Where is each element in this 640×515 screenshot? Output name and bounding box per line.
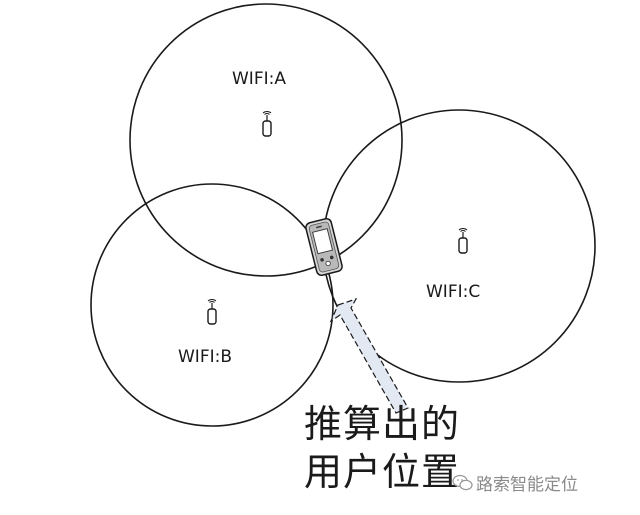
wifi-b-coverage-circle bbox=[90, 183, 334, 427]
wifi-antenna-icon bbox=[262, 111, 272, 137]
wifi-a-label: WIFI:A bbox=[232, 69, 286, 89]
callout-arrow bbox=[329, 297, 409, 414]
wechat-logo-icon bbox=[452, 474, 473, 490]
wifi-antenna-icon bbox=[207, 299, 217, 325]
estimated-user-position-label: 推算出的 用户位置 bbox=[304, 400, 504, 496]
callout-line-1: 推算出的 bbox=[304, 402, 461, 446]
wifi-b-label: WIFI:B bbox=[178, 347, 232, 367]
wifi-antenna-icon bbox=[458, 228, 468, 254]
smartphone-icon bbox=[305, 217, 343, 277]
wifi-c-label: WIFI:C bbox=[426, 282, 480, 302]
callout-line-2: 用户位置 bbox=[304, 450, 461, 494]
wifi-a-coverage-circle bbox=[129, 3, 403, 277]
watermark-text: 路索智能定位 bbox=[476, 475, 578, 495]
watermark: 路索智能定位 bbox=[452, 470, 578, 495]
